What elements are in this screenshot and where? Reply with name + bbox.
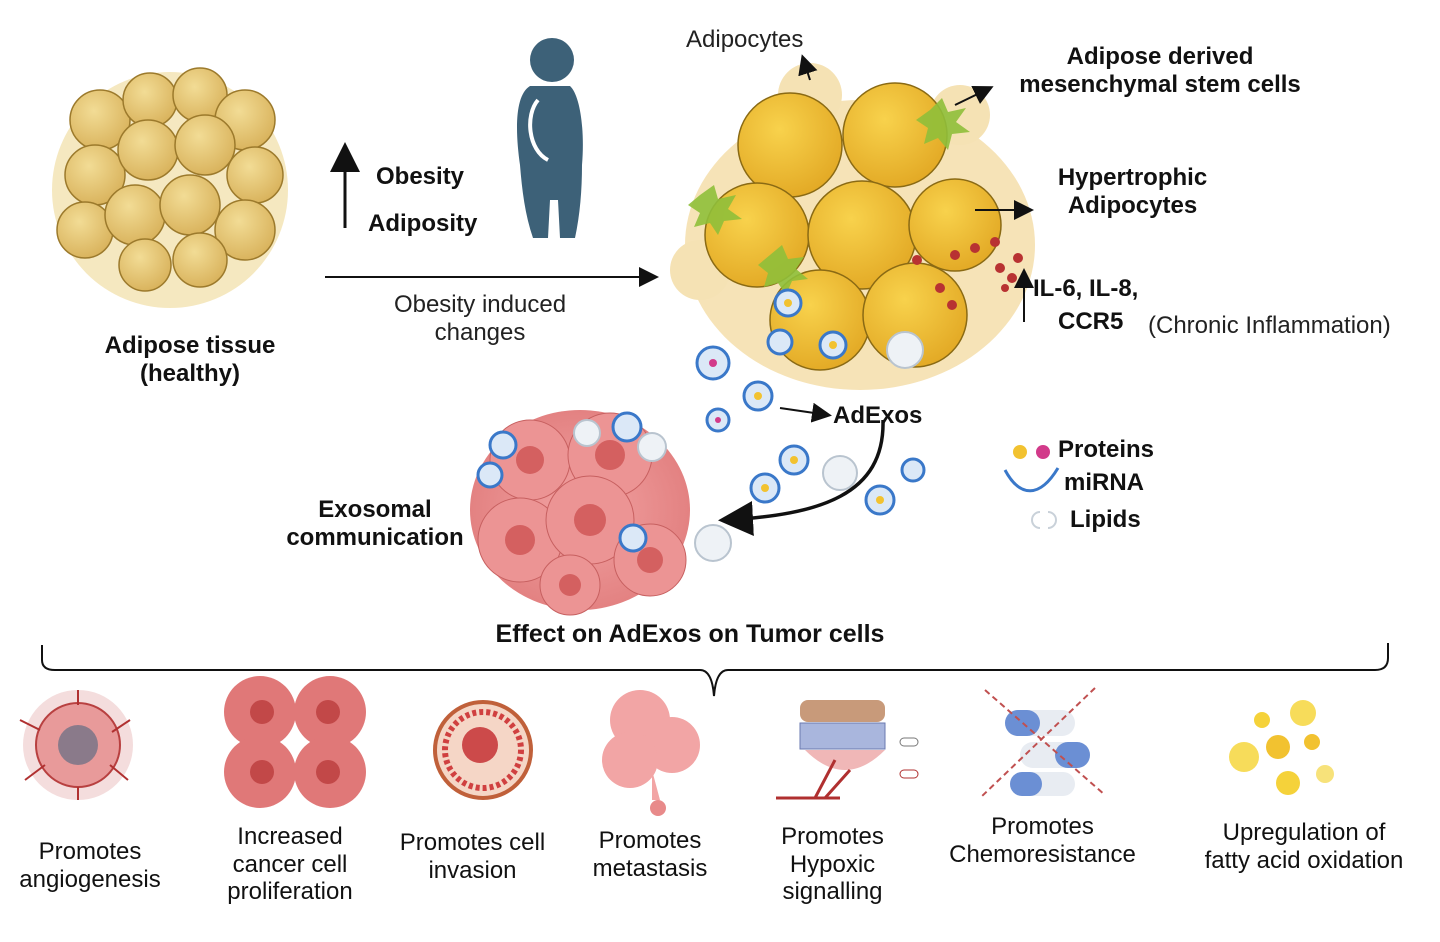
- effect-line: Promotes: [781, 823, 884, 850]
- adexos-transfer-arrow: [718, 419, 885, 536]
- legend-icons: [1003, 445, 1060, 529]
- healthy-label-line1: Adipose tissue: [104, 332, 276, 359]
- healthy-tissue-label: Adipose tissue (healthy): [70, 332, 310, 387]
- effect-line: fatty acid oxidation: [1204, 846, 1404, 874]
- effect-line: Hypoxic: [789, 850, 876, 878]
- msc-label: Adipose derived mesenchymal stem cells: [995, 43, 1325, 98]
- exosomal-line1: Exosomal: [318, 496, 432, 523]
- effects-title: Effect on AdExos on Tumor cells: [495, 620, 885, 648]
- hypertrophic-label: Hypertrophic Adipocytes: [1035, 164, 1230, 219]
- effect-line: Chemoresistance: [949, 840, 1136, 868]
- exosomal-communication-label: Exosomal communication: [265, 496, 485, 551]
- healthy-adipose-tissue: [52, 67, 288, 308]
- msc-label-line2: mesenchymal stem cells: [1019, 70, 1301, 98]
- invasion-icon: [433, 700, 533, 800]
- effect-line: invasion: [428, 856, 517, 884]
- effect-line: Promotes: [38, 838, 142, 865]
- exosomes: [694, 288, 926, 562]
- effect-invasion: Promotes cell invasion: [380, 829, 565, 884]
- effect-line: proliferation: [227, 878, 353, 906]
- effect-line: angiogenesis: [19, 865, 161, 893]
- cytokines-label-line2: CCR5: [1058, 308, 1124, 335]
- effect-fatty-acid: Upregulation of fatty acid oxidation: [1170, 819, 1438, 874]
- effect-hypoxic: Promotes Hypoxic signalling: [755, 823, 910, 906]
- hypertrophic-adipose-tissue: [670, 63, 1035, 390]
- arrow-label-line2: changes: [434, 318, 526, 346]
- arrow-label-line1: Obesity induced: [393, 291, 567, 318]
- tumor-cluster: [470, 410, 690, 616]
- exosomal-line2: communication: [286, 523, 464, 551]
- fatty-acid-oxidation-icon: [1229, 700, 1334, 795]
- obese-person-icon: [517, 38, 583, 238]
- effect-chemoresistance: Promotes Chemoresistance: [925, 813, 1160, 868]
- adexos-label: AdExos: [833, 402, 923, 429]
- effect-line: signalling: [782, 878, 883, 906]
- legend-proteins: Proteins: [1058, 436, 1155, 463]
- adiposity-label: Adiposity: [368, 210, 478, 237]
- effect-line: cancer cell: [232, 850, 348, 878]
- legend-mirna: miRNA: [1064, 469, 1145, 496]
- effect-line: Upregulation of: [1222, 819, 1386, 846]
- hyper-label-line1: Hypertrophic: [1057, 164, 1208, 191]
- effect-proliferation: Increased cancer cell proliferation: [195, 823, 385, 906]
- legend-lipids: Lipids: [1070, 506, 1141, 533]
- effect-line: Promotes: [598, 827, 702, 854]
- hypoxic-signalling-icon: [776, 700, 919, 800]
- effect-metastasis: Promotes metastasis: [570, 827, 730, 882]
- obesity-induced-changes-label: Obesity induced changes: [360, 291, 600, 346]
- metastasis-icon: [602, 690, 700, 816]
- obesity-label: Obesity: [376, 163, 465, 190]
- proliferation-icon: [224, 676, 366, 808]
- effect-line: Promotes cell: [399, 829, 546, 856]
- chemoresistance-icon: [979, 687, 1106, 799]
- effects-brace: [41, 643, 1389, 697]
- cytokines-label-line1: IL-6, IL-8,: [1033, 275, 1139, 302]
- msc-label-line1: Adipose derived: [1066, 43, 1254, 70]
- chronic-inflammation-label: (Chronic Inflammation): [1148, 312, 1391, 339]
- adipocytes-label: Adipocytes: [686, 26, 804, 53]
- angiogenesis-icon: [19, 690, 133, 800]
- effect-line: Promotes: [991, 813, 1094, 840]
- healthy-label-line2: (healthy): [139, 359, 240, 387]
- effect-angiogenesis: Promotes angiogenesis: [0, 838, 180, 893]
- hyper-label-line2: Adipocytes: [1067, 191, 1198, 219]
- effect-line: metastasis: [592, 854, 708, 882]
- effect-line: Increased: [237, 823, 343, 850]
